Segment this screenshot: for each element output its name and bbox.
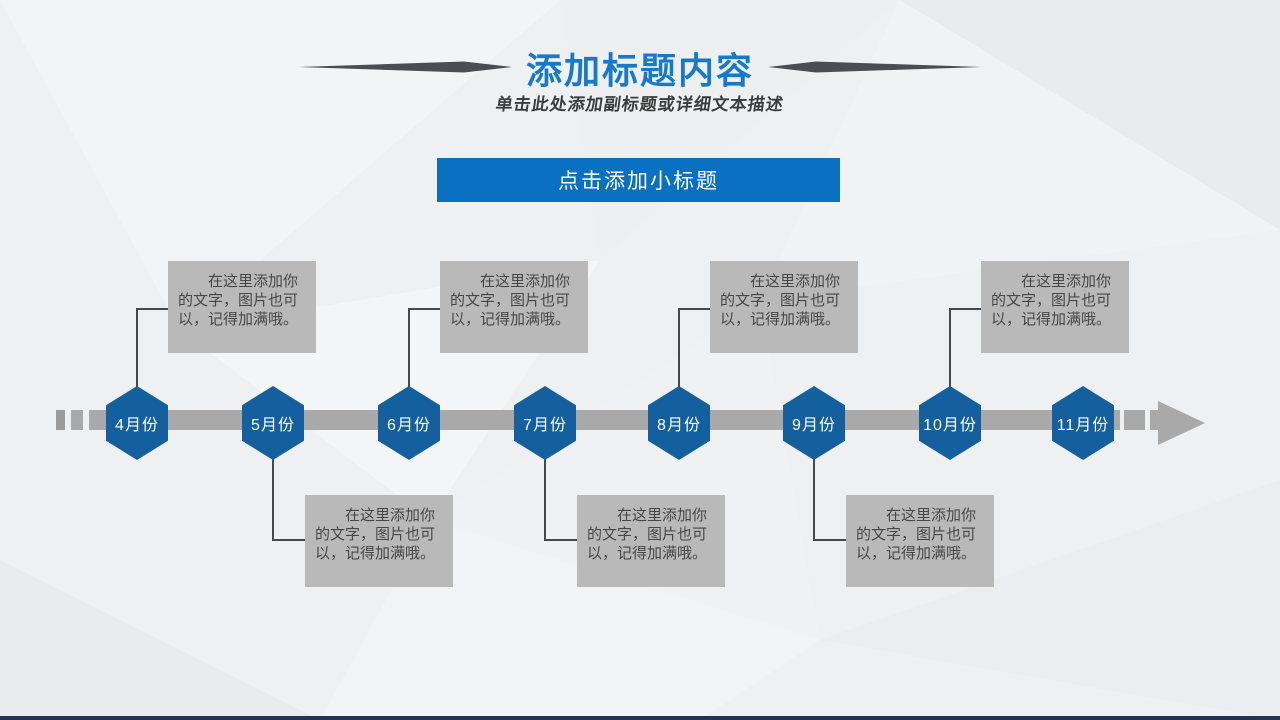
note-text: 在这里添加你的文字，图片也可以，记得加满哦。 [720, 273, 841, 328]
connector-line [949, 308, 951, 390]
note-text: 在这里添加你的文字，图片也可以，记得加满哦。 [315, 507, 436, 562]
note-box-may[interactable]: 在这里添加你的文字，图片也可以，记得加满哦。 [305, 495, 453, 587]
note-text: 在这里添加你的文字，图片也可以，记得加满哦。 [450, 273, 571, 328]
title-flourish-right [768, 61, 982, 73]
connector-line [408, 308, 440, 310]
note-box-jun[interactable]: 在这里添加你的文字，图片也可以，记得加满哦。 [440, 261, 588, 353]
timeline-dash [56, 410, 65, 430]
connector-line [136, 308, 168, 310]
connector-line [272, 456, 274, 541]
note-text: 在这里添加你的文字，图片也可以，记得加满哦。 [587, 507, 708, 562]
note-box-apr[interactable]: 在这里添加你的文字，图片也可以，记得加满哦。 [168, 261, 316, 353]
connector-line [678, 308, 710, 310]
timeline-dash [89, 410, 111, 430]
timeline-bar [108, 410, 1120, 430]
timeline-dash [71, 410, 83, 430]
connector-line [813, 539, 846, 541]
slide-subtitle[interactable]: 单击此处添加副标题或详细文本描述 [0, 90, 1280, 115]
connector-line [813, 456, 815, 541]
note-text: 在这里添加你的文字，图片也可以，记得加满哦。 [178, 273, 299, 328]
connector-line [949, 308, 981, 310]
connector-line [544, 539, 577, 541]
connector-line [678, 308, 680, 390]
note-text: 在这里添加你的文字，图片也可以，记得加满哦。 [856, 507, 977, 562]
slide-title[interactable]: 添加标题内容 [525, 50, 754, 91]
connector-line [544, 456, 546, 541]
slide-subtitle-text: 单击此处添加副标题或详细文本描述 [494, 95, 786, 114]
note-box-aug[interactable]: 在这里添加你的文字，图片也可以，记得加满哦。 [710, 261, 858, 353]
note-box-oct[interactable]: 在这里添加你的文字，图片也可以，记得加满哦。 [981, 261, 1129, 353]
footer-accent-strip [0, 716, 1280, 720]
connector-line [408, 308, 410, 390]
add-subtitle-banner[interactable]: 点击添加小标题 [437, 158, 840, 202]
note-box-jul[interactable]: 在这里添加你的文字，图片也可以，记得加满哦。 [577, 495, 725, 587]
timeline-dash [1150, 410, 1158, 430]
note-text: 在这里添加你的文字，图片也可以，记得加满哦。 [991, 273, 1112, 328]
title-flourish-left [298, 61, 512, 73]
timeline-dash [1124, 410, 1145, 430]
connector-line [136, 308, 138, 390]
timeline-arrow-icon [1158, 401, 1205, 445]
note-box-sep[interactable]: 在这里添加你的文字，图片也可以，记得加满哦。 [846, 495, 994, 587]
connector-line [272, 539, 305, 541]
